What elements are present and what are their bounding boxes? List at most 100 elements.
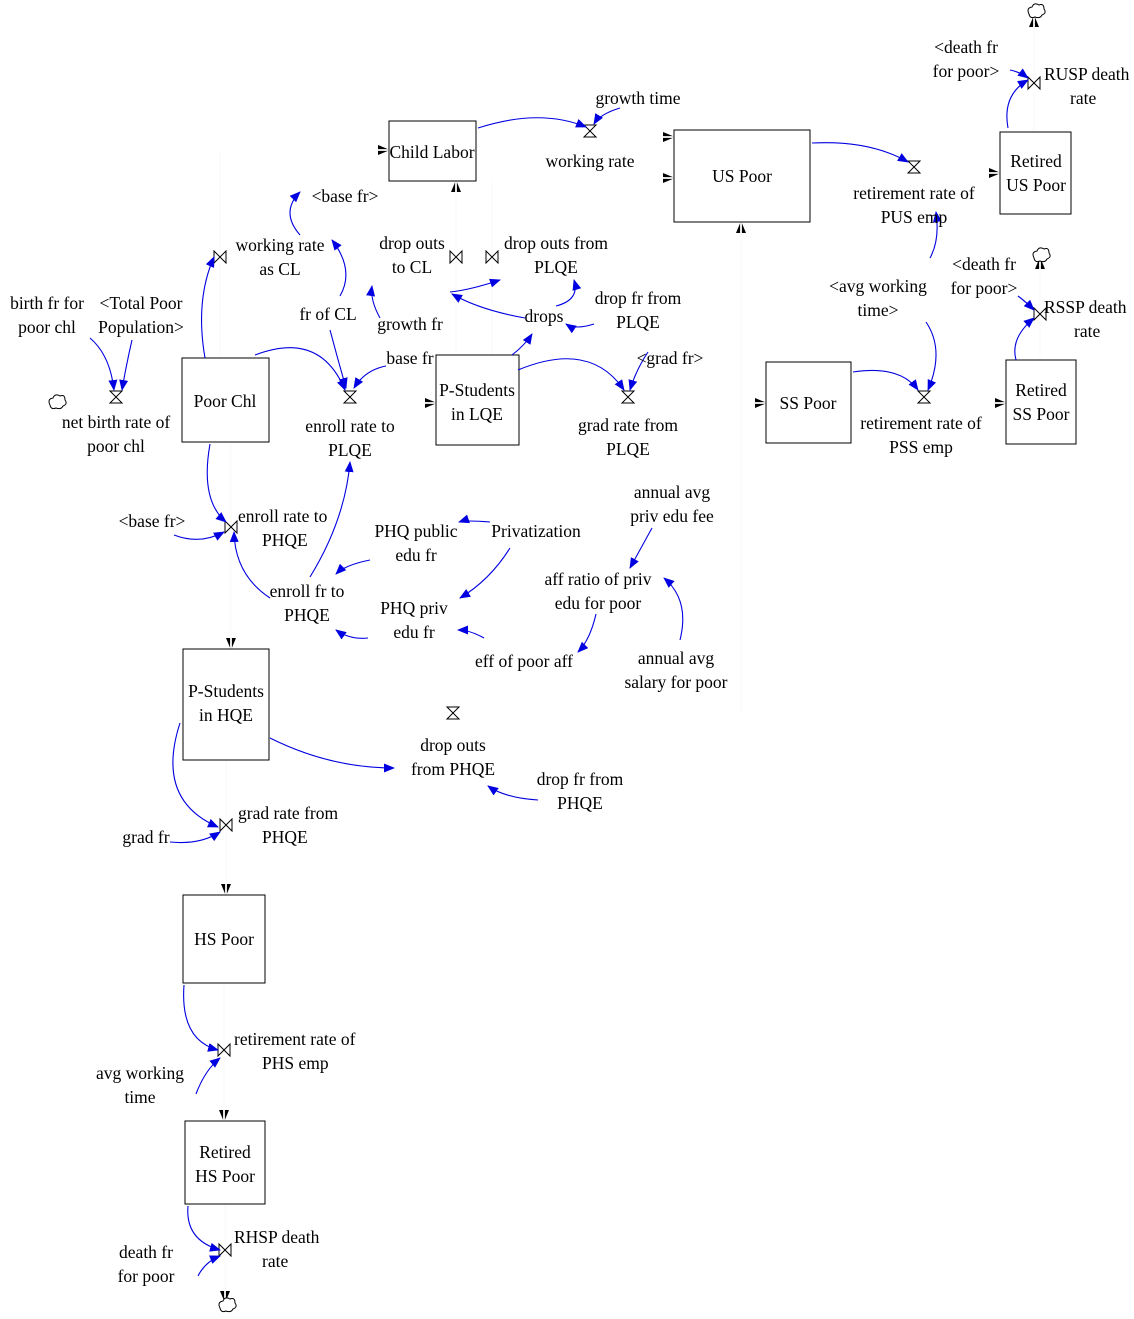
- var-grad-fr[interactable]: grad fr: [122, 827, 169, 847]
- flow-retirement-pss-line-1[interactable]: retirement rate of: [860, 413, 982, 433]
- stock-ss-poor[interactable]: SS Poor: [765, 361, 852, 444]
- valve-retirement-phs: [217, 1042, 231, 1058]
- var-drop-fr-plqe-line-1[interactable]: drop fr from: [595, 288, 682, 308]
- var-annual-salary-line-2[interactable]: salary for poor: [624, 672, 727, 692]
- flow-working-rate-cl-line-2[interactable]: as CL: [259, 259, 300, 279]
- var-death-fr-shadow-top-line-1[interactable]: for poor>: [933, 61, 1000, 81]
- var-phq-public-line-1[interactable]: PHQ public: [374, 521, 457, 541]
- var-drop-fr-phqe-line-2[interactable]: PHQE: [557, 793, 603, 813]
- flow-enroll-plqe-line-2[interactable]: PLQE: [328, 440, 372, 460]
- link-salary-aff: [663, 577, 684, 641]
- link-hqe-dropouts: [269, 737, 395, 773]
- var-base-fr-shadow-left[interactable]: <base fr>: [119, 511, 186, 531]
- pipe-drop-outs-phqe: [269, 221, 746, 714]
- link-poorchl-enroll-phqe: [206, 443, 227, 523]
- var-growth-time[interactable]: growth time: [595, 88, 680, 108]
- flow-retirement-pus-line-1[interactable]: retirement rate of: [853, 183, 975, 203]
- flow-drop-outs-plqe-line-2[interactable]: PLQE: [534, 257, 578, 277]
- link-deathfr-rhsp: [197, 1255, 221, 1277]
- var-total-poor-pop-line-2[interactable]: Population>: [98, 317, 184, 337]
- var-avg-working-time-shadow-line-2[interactable]: time>: [858, 300, 899, 320]
- flow-drop-outs-plqe-line-1[interactable]: drop outs from: [504, 233, 608, 253]
- link-fee-aff: [629, 527, 653, 569]
- var-enroll-fr-phqe-line-1[interactable]: enroll fr to: [270, 581, 345, 601]
- flow-rhsp-death-line-2[interactable]: rate: [262, 1251, 288, 1271]
- var-death-fr-shadow-mid-line-2[interactable]: for poor>: [951, 278, 1018, 298]
- link-retired-ss-rssp: [1014, 317, 1035, 361]
- var-death-fr-shadow-mid-line-1[interactable]: <death fr: [952, 254, 1016, 274]
- flow-grad-phqe-line-2[interactable]: PHQE: [262, 827, 308, 847]
- flow-rssp-death-line-1[interactable]: RSSP death: [1044, 297, 1127, 317]
- flow-enroll-phqe-line-1[interactable]: enroll rate to: [238, 506, 328, 526]
- var-death-fr-shadow-top-line-1[interactable]: <death fr: [934, 37, 998, 57]
- flow-drop-outs-phqe-line-2[interactable]: from PHQE: [411, 759, 495, 779]
- valve-retirement-pus: [906, 160, 922, 174]
- stock-retired-us-poor[interactable]: Retired US Poor: [999, 131, 1072, 215]
- var-birth-fr-line-2[interactable]: poor chl: [18, 317, 76, 337]
- stock-retired-ss-poor[interactable]: Retired SS Poor: [1005, 359, 1077, 445]
- var-annual-salary-line-1[interactable]: annual avg: [638, 648, 715, 668]
- flow-retirement-pus-line-2[interactable]: PUS emp: [881, 207, 948, 227]
- var-annual-fee-line-1[interactable]: annual avg: [634, 482, 711, 502]
- var-base-fr-shadow-top[interactable]: <base fr>: [312, 186, 379, 206]
- stock-p-students-lqe[interactable]: P-Students in LQE: [435, 354, 520, 446]
- var-growth-fr[interactable]: growth fr: [377, 314, 443, 334]
- flow-labels: net birth rate of poor chl working rate …: [62, 64, 1130, 1271]
- var-annual-fee-line-2[interactable]: priv edu fee: [630, 506, 714, 526]
- flow-enroll-phqe-line-2[interactable]: PHQE: [262, 530, 308, 550]
- flow-enroll-plqe-line-1[interactable]: enroll rate to: [305, 416, 395, 436]
- flow-retirement-phs-line-2[interactable]: PHS emp: [262, 1053, 329, 1073]
- var-base-fr[interactable]: base fr: [386, 348, 433, 368]
- link-gradfr-phqe: [169, 831, 221, 844]
- flow-net-birth-line-2[interactable]: poor chl: [87, 436, 145, 456]
- flow-rhsp-death-line-1[interactable]: RHSP death: [234, 1227, 320, 1247]
- var-total-poor-pop-line-1[interactable]: <Total Poor: [99, 293, 182, 313]
- var-phq-priv-line-2[interactable]: edu fr: [393, 622, 434, 642]
- var-phq-public-line-2[interactable]: edu fr: [395, 545, 436, 565]
- var-aff-ratio-line-1[interactable]: aff ratio of priv: [544, 569, 651, 589]
- flow-grad-plqe-line-2[interactable]: PLQE: [606, 439, 650, 459]
- var-death-fr-line-1[interactable]: death fr: [119, 1242, 173, 1262]
- var-privatization[interactable]: Privatization: [491, 521, 581, 541]
- var-death-fr-line-2[interactable]: for poor: [118, 1266, 175, 1286]
- stock-retired-hs-poor[interactable]: Retired HS Poor: [184, 1120, 266, 1205]
- var-eff-poor-aff[interactable]: eff of poor aff: [475, 651, 573, 671]
- link-growth-time: [593, 107, 621, 125]
- var-aff-ratio-line-2[interactable]: edu for poor: [555, 593, 642, 613]
- flow-working-rate[interactable]: working rate: [546, 151, 635, 171]
- flow-rusp-death-line-2[interactable]: rate: [1070, 88, 1096, 108]
- flow-drop-outs-cl-line-1[interactable]: drop outs: [379, 233, 445, 253]
- flow-retirement-phs-line-1[interactable]: retirement rate of: [234, 1029, 356, 1049]
- var-fr-of-cl[interactable]: fr of CL: [299, 304, 356, 324]
- flow-rssp-death-line-2[interactable]: rate: [1074, 321, 1100, 341]
- pipe-drop-outs-phqe-core: [269, 222, 742, 714]
- stock-child-labor[interactable]: Child Labor: [388, 120, 477, 182]
- var-drops[interactable]: drops: [525, 306, 564, 326]
- stock-poor-chl[interactable]: Poor Chl: [181, 357, 270, 443]
- var-birth-fr-line-1[interactable]: birth fr for: [10, 293, 84, 313]
- var-avg-working-time-shadow-line-1[interactable]: <avg working: [829, 276, 927, 296]
- var-avg-working-time-line-1[interactable]: avg working: [96, 1063, 184, 1083]
- link-plqe-drops: [511, 333, 533, 356]
- var-enroll-fr-phqe-line-2[interactable]: PHQE: [284, 605, 330, 625]
- link-growth-fr: [366, 285, 381, 319]
- stock-hs-poor[interactable]: HS Poor: [182, 894, 266, 984]
- var-drop-fr-plqe-line-2[interactable]: PLQE: [616, 312, 660, 332]
- flow-grad-phqe-line-1[interactable]: grad rate from: [238, 803, 338, 823]
- var-grad-fr-shadow[interactable]: <grad fr>: [637, 348, 704, 368]
- var-drop-fr-phqe-line-1[interactable]: drop fr from: [537, 769, 624, 789]
- flow-grad-plqe-line-1[interactable]: grad rate from: [578, 415, 678, 435]
- flow-drop-outs-phqe-line-1[interactable]: drop outs: [420, 735, 486, 755]
- valve-enroll-phqe: [224, 519, 238, 535]
- stock-us-poor[interactable]: US Poor: [673, 129, 811, 223]
- flow-rusp-death-line-1[interactable]: RUSP death: [1044, 64, 1130, 84]
- flow-drop-outs-cl-line-2[interactable]: to CL: [392, 257, 432, 277]
- stock-p-students-hqe[interactable]: P-Students in HQE: [182, 648, 270, 761]
- flow-retirement-pss-line-2[interactable]: PSS emp: [889, 437, 953, 457]
- var-avg-working-time-line-2[interactable]: time: [124, 1087, 155, 1107]
- link-basefr-enroll: [353, 365, 387, 389]
- flow-net-birth-line-1[interactable]: net birth rate of: [62, 412, 171, 432]
- flow-working-rate-cl-line-1[interactable]: working rate: [236, 235, 325, 255]
- var-phq-priv-line-1[interactable]: PHQ priv: [380, 598, 448, 618]
